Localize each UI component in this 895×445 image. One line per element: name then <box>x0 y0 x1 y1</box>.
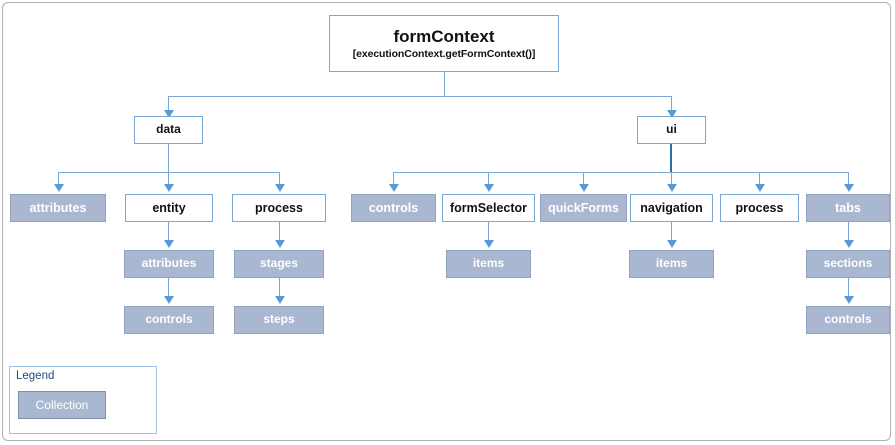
node-ui-controls-label: controls <box>368 200 419 215</box>
node-ui-process[interactable]: process <box>720 194 799 222</box>
arrow-ui-to-quickforms <box>579 184 589 192</box>
arrow-navigation-to-items <box>667 240 677 248</box>
connector-data-stem <box>168 144 169 172</box>
node-navigation-items-label: items <box>655 256 688 271</box>
node-entity-attributes-label: attributes <box>141 256 197 271</box>
node-data-label: data <box>156 122 181 137</box>
node-formselector-items-label: items <box>472 256 505 271</box>
node-entity-label: entity <box>152 200 186 215</box>
connector-ui-to-formselector <box>488 172 489 186</box>
arrow-process-to-stages <box>275 240 285 248</box>
connector-data-to-entity <box>168 172 169 186</box>
arrow-tabs-to-sections <box>844 240 854 248</box>
node-formcontext[interactable]: formContext [executionContext.getFormCon… <box>329 15 559 72</box>
arrow-root-to-data <box>164 110 174 118</box>
node-formselector-items[interactable]: items <box>446 250 531 278</box>
arrow-ui-to-formselector <box>484 184 494 192</box>
node-tabs-controls[interactable]: controls <box>806 306 890 334</box>
arrow-data-to-process <box>275 184 285 192</box>
node-quickforms-label: quickForms <box>548 200 619 215</box>
node-entity-controls[interactable]: controls <box>124 306 214 334</box>
arrow-formselector-to-items <box>484 240 494 248</box>
connector-sections-to-controls <box>848 278 849 298</box>
node-entity-attributes[interactable]: attributes <box>124 250 214 278</box>
arrow-entity-to-attributes <box>164 240 174 248</box>
connector-ui-to-quickforms <box>583 172 584 186</box>
legend-swatch-collection: Collection <box>18 391 106 419</box>
node-ui[interactable]: ui <box>637 116 706 144</box>
arrow-attributes-to-controls <box>164 296 174 304</box>
node-navigation[interactable]: navigation <box>630 194 713 222</box>
node-navigation-label: navigation <box>640 200 703 215</box>
node-entity[interactable]: entity <box>125 194 213 222</box>
arrow-ui-to-tabs <box>844 184 854 192</box>
connector-data-to-attributes <box>58 172 59 186</box>
connector-ui-to-tabs <box>848 172 849 186</box>
connector-root-to-data <box>168 96 169 112</box>
node-process-stages[interactable]: stages <box>234 250 324 278</box>
node-process-steps[interactable]: steps <box>234 306 324 334</box>
connector-ui-to-navigation <box>671 172 672 186</box>
connector-ui-to-controls <box>393 172 394 186</box>
node-process-stages-label: stages <box>259 256 299 271</box>
connector-ui-to-process <box>759 172 760 186</box>
node-process-steps-label: steps <box>263 312 295 327</box>
connector-process-to-stages <box>279 222 280 242</box>
arrow-data-to-entity <box>164 184 174 192</box>
node-quickforms[interactable]: quickForms <box>540 194 627 222</box>
node-formselector[interactable]: formSelector <box>442 194 535 222</box>
connector-ui-bus <box>393 172 849 173</box>
connector-root-stem <box>444 72 445 96</box>
node-ui-controls[interactable]: controls <box>351 194 436 222</box>
node-entity-controls-label: controls <box>145 312 193 327</box>
node-formselector-label: formSelector <box>449 200 528 215</box>
node-tabs-sections[interactable]: sections <box>806 250 890 278</box>
node-formcontext-subtitle: [executionContext.getFormContext()] <box>352 47 536 60</box>
node-data-attributes-label: attributes <box>29 200 87 215</box>
arrow-root-to-ui <box>667 110 677 118</box>
node-tabs[interactable]: tabs <box>806 194 890 222</box>
connector-stages-to-steps <box>279 278 280 298</box>
node-tabs-label: tabs <box>835 200 861 215</box>
connector-root-bus <box>168 96 672 97</box>
connector-ui-stem <box>670 144 672 172</box>
arrow-ui-to-navigation <box>667 184 677 192</box>
node-ui-label: ui <box>666 122 677 137</box>
node-data-process[interactable]: process <box>232 194 326 222</box>
connector-navigation-to-items <box>671 222 672 242</box>
node-navigation-items[interactable]: items <box>629 250 714 278</box>
node-data-attributes[interactable]: attributes <box>10 194 106 222</box>
node-tabs-controls-label: controls <box>824 312 872 327</box>
node-data-process-label: process <box>255 200 303 215</box>
connector-attributes-to-controls <box>168 278 169 298</box>
arrow-data-to-attributes <box>54 184 64 192</box>
connector-root-to-ui <box>671 96 672 112</box>
connector-entity-to-attributes <box>168 222 169 242</box>
arrow-ui-to-process <box>755 184 765 192</box>
node-formcontext-title: formContext <box>393 27 495 47</box>
connector-formselector-to-items <box>488 222 489 242</box>
arrow-sections-to-controls <box>844 296 854 304</box>
node-data[interactable]: data <box>134 116 203 144</box>
legend-swatch-label: Collection <box>35 398 89 412</box>
connector-tabs-to-sections <box>848 222 849 242</box>
legend-title: Legend <box>16 370 55 382</box>
node-ui-process-label: process <box>735 200 784 215</box>
arrow-stages-to-steps <box>275 296 285 304</box>
node-tabs-sections-label: sections <box>823 256 873 271</box>
connector-data-to-process <box>279 172 280 186</box>
arrow-ui-to-controls <box>389 184 399 192</box>
